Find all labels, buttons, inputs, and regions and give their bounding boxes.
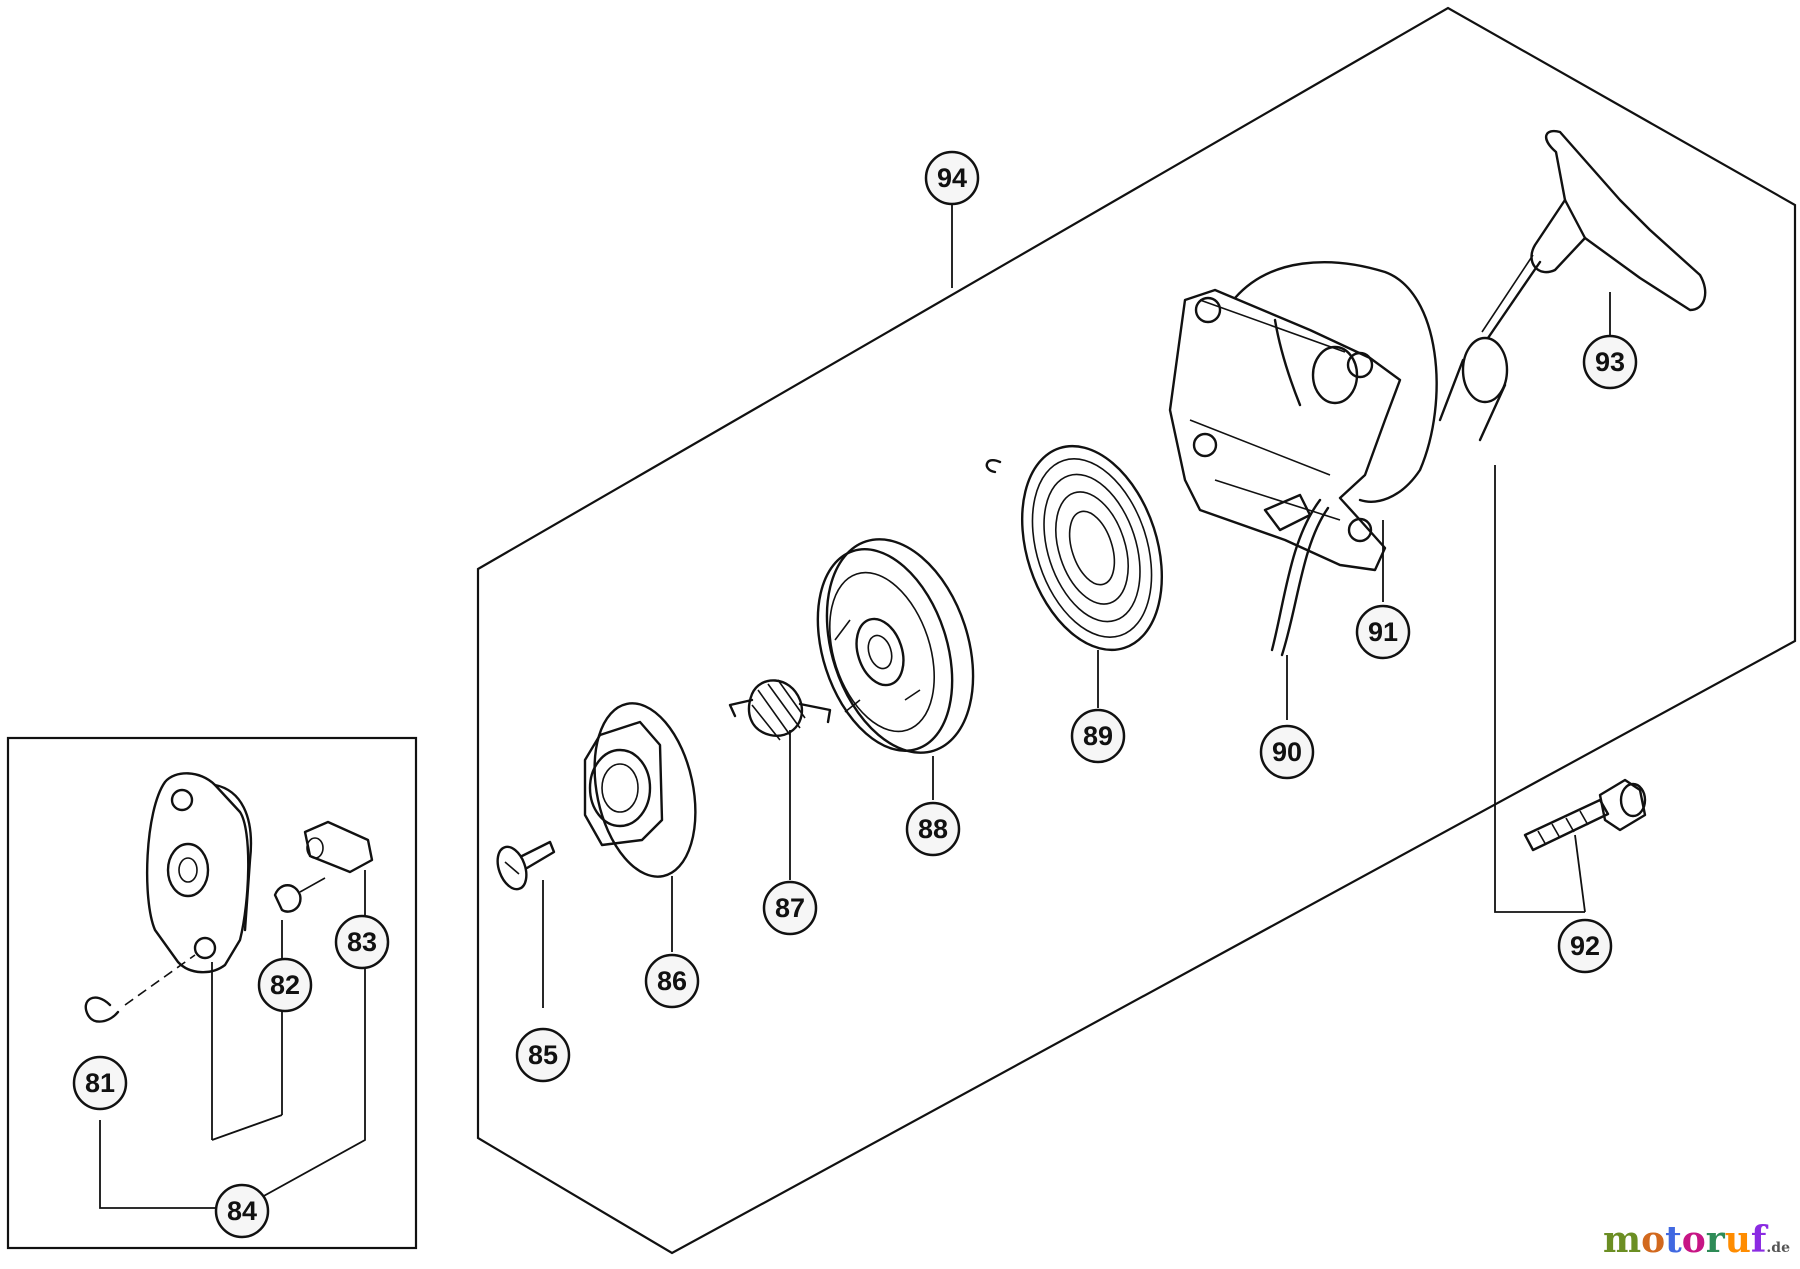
callout-92: 92	[1557, 918, 1613, 974]
callout-94: 94	[924, 150, 980, 206]
svg-text:84: 84	[227, 1196, 257, 1226]
callout-83: 83	[334, 914, 390, 970]
svg-text:87: 87	[775, 893, 805, 923]
svg-text:85: 85	[528, 1040, 558, 1070]
callout-88: 88	[905, 801, 961, 857]
pawl-spring	[728, 679, 832, 741]
callout-90: 90	[1259, 724, 1315, 780]
watermark-suffix: .de	[1766, 1240, 1790, 1256]
ignition-coil	[84, 772, 374, 1023]
bolt	[1523, 778, 1647, 852]
callout-89: 89	[1070, 708, 1126, 764]
svg-text:94: 94	[937, 163, 967, 193]
callout-82: 82	[257, 957, 313, 1013]
svg-text:89: 89	[1083, 721, 1113, 751]
callout-81: 81	[72, 1055, 128, 1111]
svg-text:90: 90	[1272, 737, 1302, 767]
watermark-letter: o	[1641, 1219, 1666, 1261]
starter-handle	[1481, 129, 1707, 340]
callout-86: 86	[644, 953, 700, 1009]
watermark-letter: o	[1681, 1219, 1706, 1261]
svg-text:82: 82	[270, 970, 300, 1000]
screw	[496, 840, 556, 891]
svg-text:92: 92	[1570, 931, 1600, 961]
rope-reel	[816, 538, 975, 754]
assembly-outline	[476, 6, 1797, 1255]
recoil-spring	[985, 444, 1164, 652]
svg-text:93: 93	[1595, 347, 1625, 377]
watermark-letter: m	[1603, 1219, 1642, 1261]
watermark-letter: t	[1665, 1219, 1682, 1261]
svg-text:83: 83	[347, 927, 377, 957]
dash-line-82	[124, 954, 196, 1006]
svg-text:88: 88	[918, 814, 948, 844]
watermark-letter: r	[1705, 1219, 1725, 1261]
callout-87: 87	[762, 880, 818, 936]
inset-frame	[6, 736, 418, 1250]
watermark-letter: f	[1750, 1219, 1767, 1261]
callout-91: 91	[1355, 604, 1411, 660]
leader-lines	[99, 202, 1611, 1209]
watermark-text: motoruf	[1603, 1219, 1766, 1261]
callout-85: 85	[515, 1027, 571, 1083]
callout-84: 84	[214, 1183, 270, 1239]
svg-text:91: 91	[1368, 617, 1398, 647]
svg-text:81: 81	[85, 1068, 115, 1098]
svg-text:86: 86	[657, 966, 687, 996]
site-watermark: motoruf.de	[1603, 1219, 1790, 1261]
starter-case	[1168, 261, 1509, 657]
drive-pulley	[583, 702, 697, 878]
callout-93: 93	[1582, 334, 1638, 390]
watermark-letter: u	[1724, 1219, 1751, 1261]
